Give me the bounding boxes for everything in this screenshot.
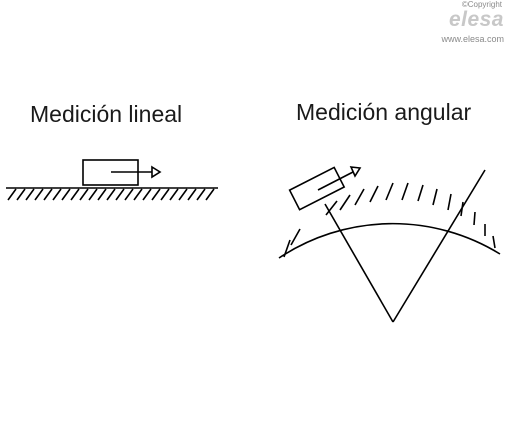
angular-sensor-box [288,166,346,211]
linear-motion-arrowhead [151,165,162,179]
angular-left-radius [324,203,394,323]
linear-measurement-title: Medición lineal [30,101,183,127]
angular-motion-arrowhead [349,166,362,178]
angular-measurement-title: Medición angular [296,99,472,125]
angular-right-radius [392,169,486,323]
watermark-url: www.elesa.com [441,34,504,44]
linear-diagram [6,159,218,201]
angular-arc [278,222,501,259]
linear-ground-hatching [7,188,215,201]
watermark-copyright: ©Copyright [461,0,502,9]
angular-motion-arrow-shaft [317,171,354,191]
angular-diagram [278,166,501,323]
angular-arc-hatching [283,182,496,258]
watermark-logo: elesa [448,8,504,31]
